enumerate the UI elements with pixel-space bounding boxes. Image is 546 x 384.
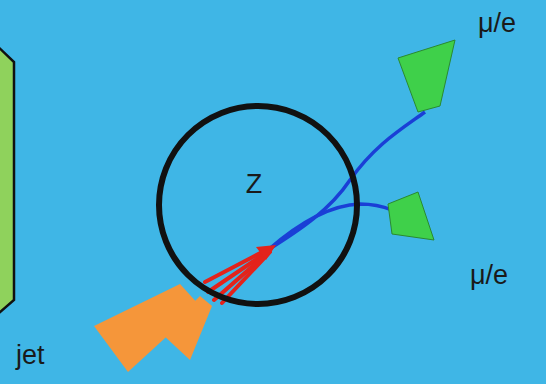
- particle-label: Z: [246, 169, 263, 200]
- particle-label: μ/e: [478, 10, 516, 37]
- particle-label: μ/e: [470, 262, 508, 289]
- muon-cone: [398, 40, 455, 112]
- jet-cone: [162, 296, 212, 360]
- lepton-track: [268, 204, 392, 250]
- detector-hexagon: [0, 20, 14, 338]
- arrow-head: [256, 245, 276, 260]
- particle-label: jet: [16, 342, 45, 369]
- detector-circle: Z: [155, 102, 361, 308]
- circle-outline: [155, 102, 361, 308]
- muon-cone: [388, 192, 434, 240]
